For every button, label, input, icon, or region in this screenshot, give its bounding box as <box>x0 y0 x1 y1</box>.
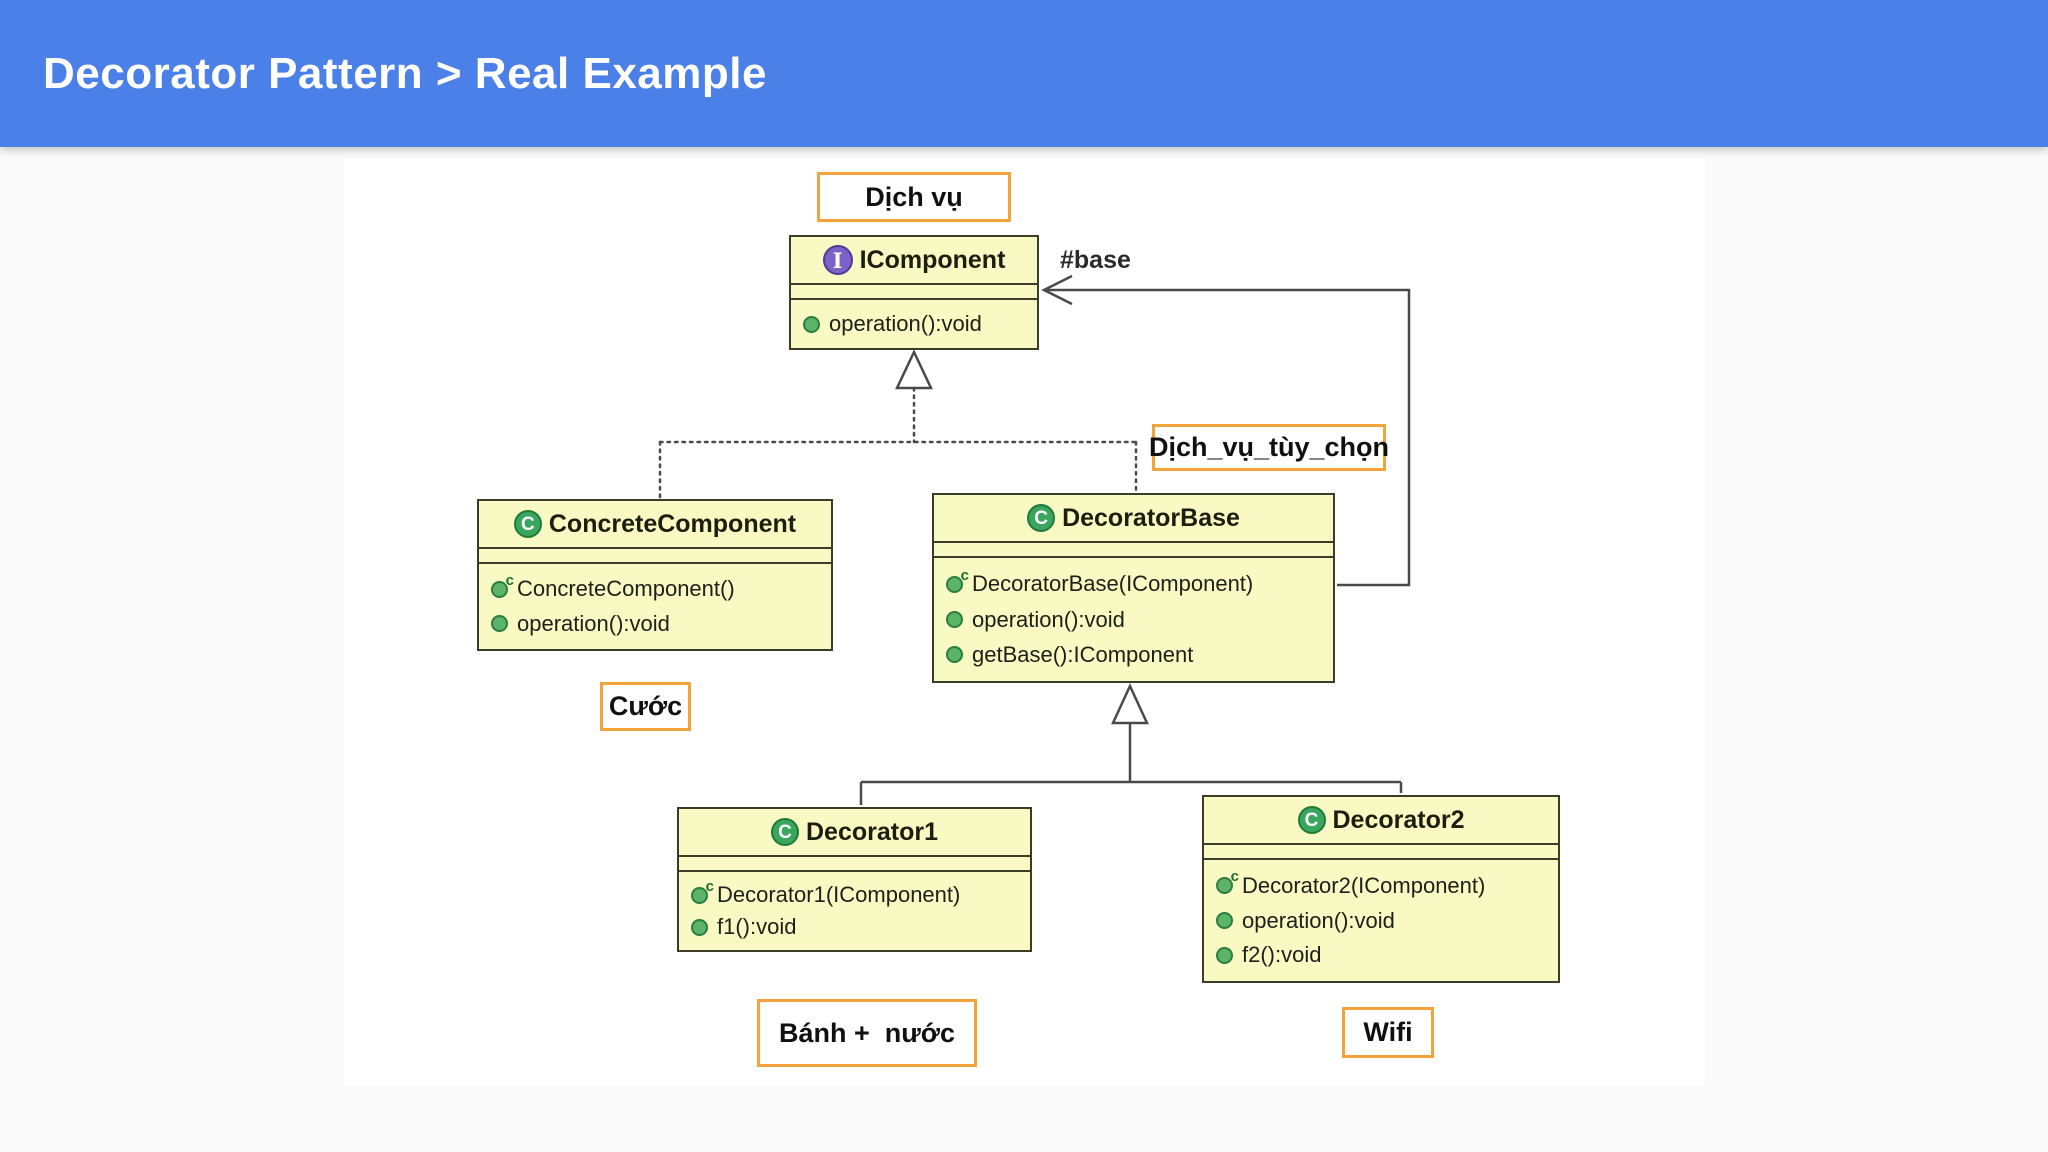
class-member: c DecoratorBase(IComponent) <box>946 567 1321 597</box>
class-box-icomponent: I IComponent operation():void <box>789 235 1039 350</box>
methods-compartment: operation():void <box>791 300 1037 348</box>
method-icon <box>1216 912 1233 929</box>
fields-compartment <box>479 549 831 564</box>
constructor-icon: c <box>946 567 969 593</box>
page-title: Decorator Pattern > Real Example <box>43 48 767 98</box>
methods-compartment: c ConcreteComponent() operation():void <box>479 564 831 649</box>
note-dich-vu-tuy-chon: Dịch_vụ_tùy_chọn <box>1149 424 1389 471</box>
fields-compartment <box>1204 845 1558 860</box>
class-icon: C <box>513 510 542 538</box>
class-member: f2():void <box>1216 942 1546 968</box>
note-cuoc: Cước <box>600 682 691 731</box>
class-box-decorator1: C Decorator1 c Decorator1(IComponent) f1… <box>677 807 1032 952</box>
class-member: operation():void <box>803 311 1025 337</box>
method-icon <box>691 918 708 936</box>
fields-compartment <box>791 285 1037 300</box>
class-member: c ConcreteComponent() <box>491 572 819 602</box>
note-dich-vu: Dịch vụ <box>817 172 1011 222</box>
constructor-icon: c <box>1216 868 1239 895</box>
method-icon <box>946 646 963 664</box>
class-icon: C <box>771 818 799 846</box>
method-icon <box>1216 946 1233 964</box>
class-title: I IComponent <box>791 237 1037 285</box>
methods-compartment: c DecoratorBase(IComponent) operation():… <box>934 558 1333 681</box>
note-banh-nuoc: Bánh + nước <box>757 999 977 1067</box>
constructor-icon: c <box>491 572 514 598</box>
class-icon: C <box>1297 806 1326 834</box>
class-member: c Decorator1(IComponent) <box>691 878 1018 908</box>
class-title: C DecoratorBase <box>934 495 1333 543</box>
class-name: IComponent <box>859 245 1006 274</box>
method-icon <box>946 611 963 628</box>
class-member: operation():void <box>1216 908 1546 934</box>
class-box-decorator2: C Decorator2 c Decorator2(IComponent) op… <box>1202 795 1560 983</box>
method-icon <box>803 315 820 333</box>
fields-compartment <box>934 543 1333 558</box>
class-name: Decorator2 <box>1332 805 1465 834</box>
class-member: operation():void <box>491 611 819 637</box>
class-title: C Decorator1 <box>679 809 1030 857</box>
class-name: Decorator1 <box>806 817 938 846</box>
class-box-decoratorbase: C DecoratorBase c DecoratorBase(ICompone… <box>932 493 1335 683</box>
base-edge-label: #base <box>1060 246 1131 274</box>
class-title: C Decorator2 <box>1204 797 1558 845</box>
method-icon <box>491 615 508 633</box>
class-name: DecoratorBase <box>1062 503 1240 532</box>
note-wifi: Wifi <box>1342 1007 1434 1058</box>
methods-compartment: c Decorator1(IComponent) f1():void <box>679 872 1030 950</box>
class-member: operation():void <box>946 607 1321 633</box>
interface-icon: I <box>822 245 853 275</box>
class-member: c Decorator2(IComponent) <box>1216 868 1546 899</box>
methods-compartment: c Decorator2(IComponent) operation():voi… <box>1204 860 1558 981</box>
class-name: ConcreteComponent <box>548 509 797 538</box>
class-title: C ConcreteComponent <box>479 501 831 549</box>
class-box-concretecomponent: C ConcreteComponent c ConcreteComponent(… <box>477 499 833 651</box>
class-member: f1():void <box>691 914 1018 940</box>
constructor-icon: c <box>691 878 714 904</box>
class-icon: C <box>1027 504 1056 532</box>
title-bar: Decorator Pattern > Real Example <box>0 0 2048 147</box>
class-member: getBase():IComponent <box>946 642 1321 668</box>
fields-compartment <box>679 857 1030 872</box>
